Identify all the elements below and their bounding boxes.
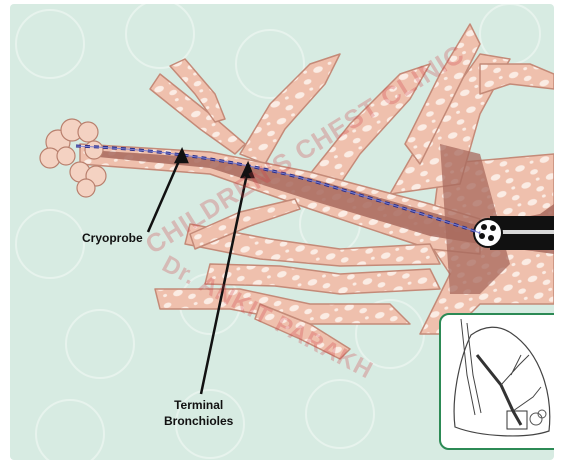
cryoprobe-label: Cryoprobe bbox=[82, 230, 143, 246]
lung-inset-icon bbox=[441, 315, 554, 448]
bronchoscope bbox=[474, 216, 554, 250]
terminal-bronchioles-label: Terminal Bronchioles bbox=[164, 397, 233, 429]
diagram-frame: CHILDREN'S CHEST CLINIC Dr. ANKIT PARAKH… bbox=[10, 4, 554, 460]
alveolar-cluster bbox=[40, 119, 106, 197]
lung-inset bbox=[439, 313, 554, 450]
